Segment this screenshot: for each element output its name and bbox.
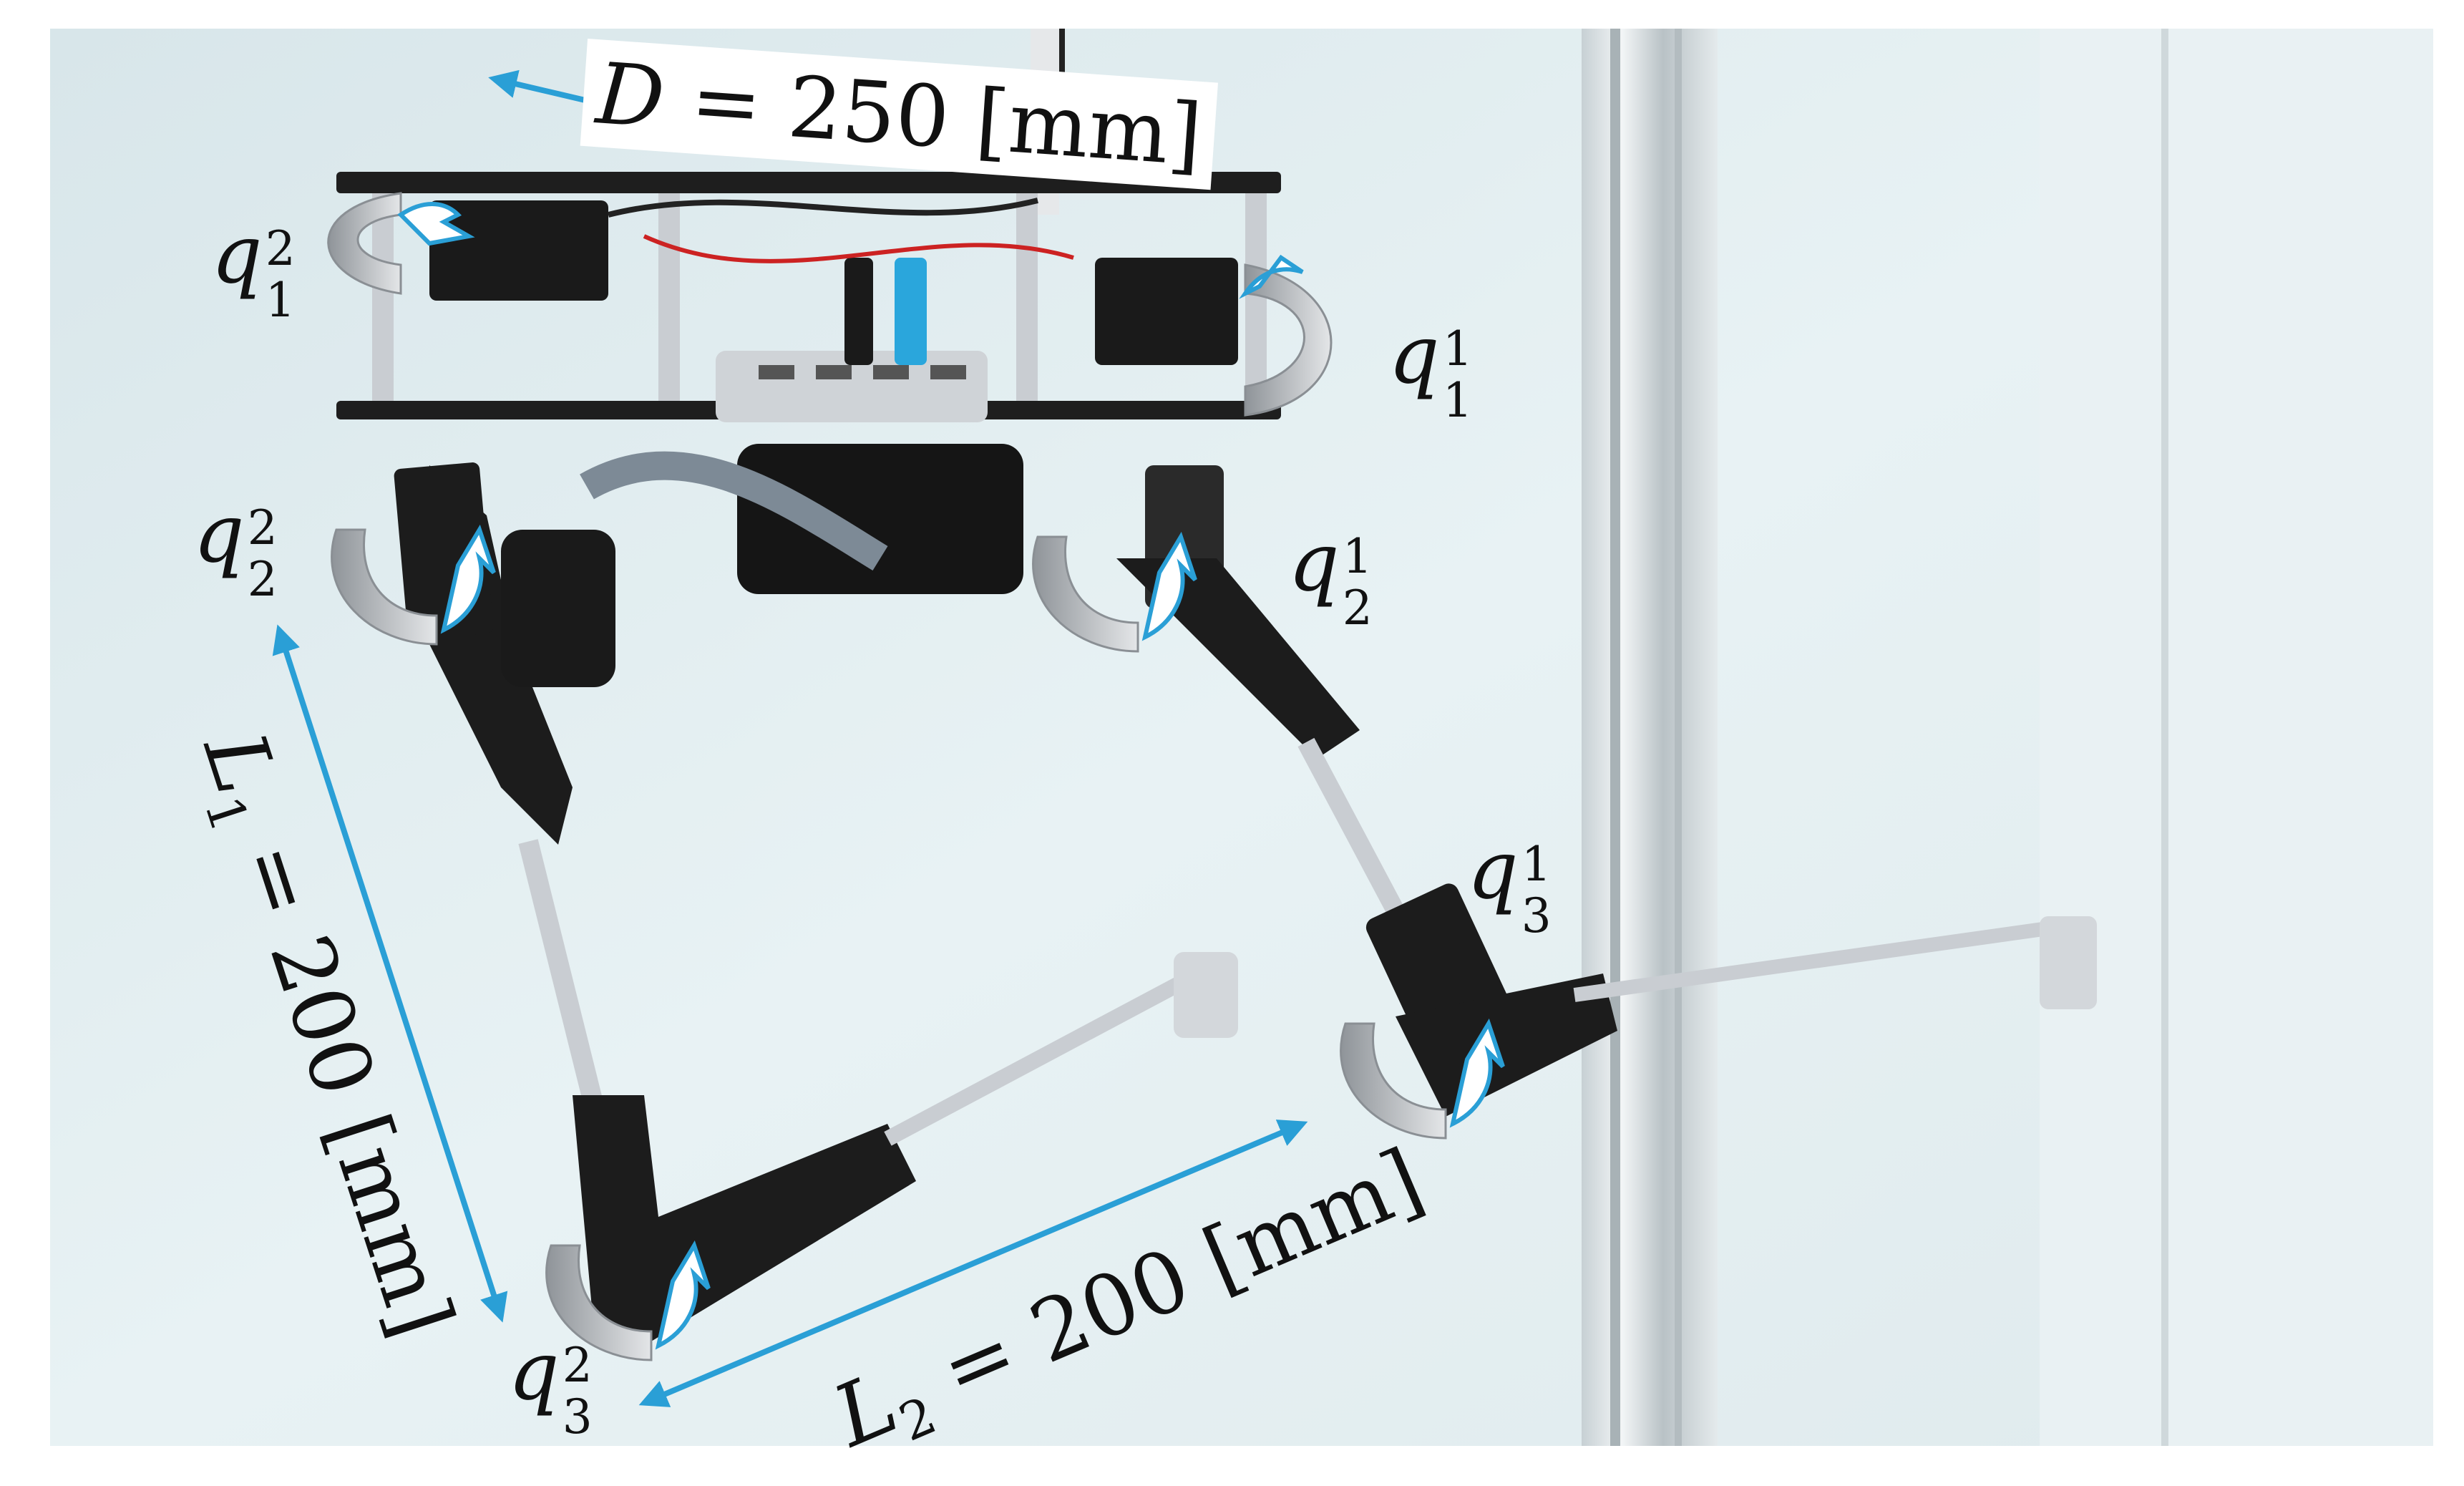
q11-rotation-icon	[1244, 263, 1333, 417]
q31-rotation-icon	[1340, 1022, 1447, 1140]
aluminum-rail	[1582, 29, 2168, 1446]
q12-rotation-icon	[327, 192, 402, 295]
robot-body	[336, 172, 1281, 594]
D-symbol: D	[593, 44, 668, 147]
L2-arrow	[638, 1120, 1308, 1407]
q21-rotation-icon	[1032, 535, 1139, 653]
L1-arrow	[272, 624, 508, 1323]
